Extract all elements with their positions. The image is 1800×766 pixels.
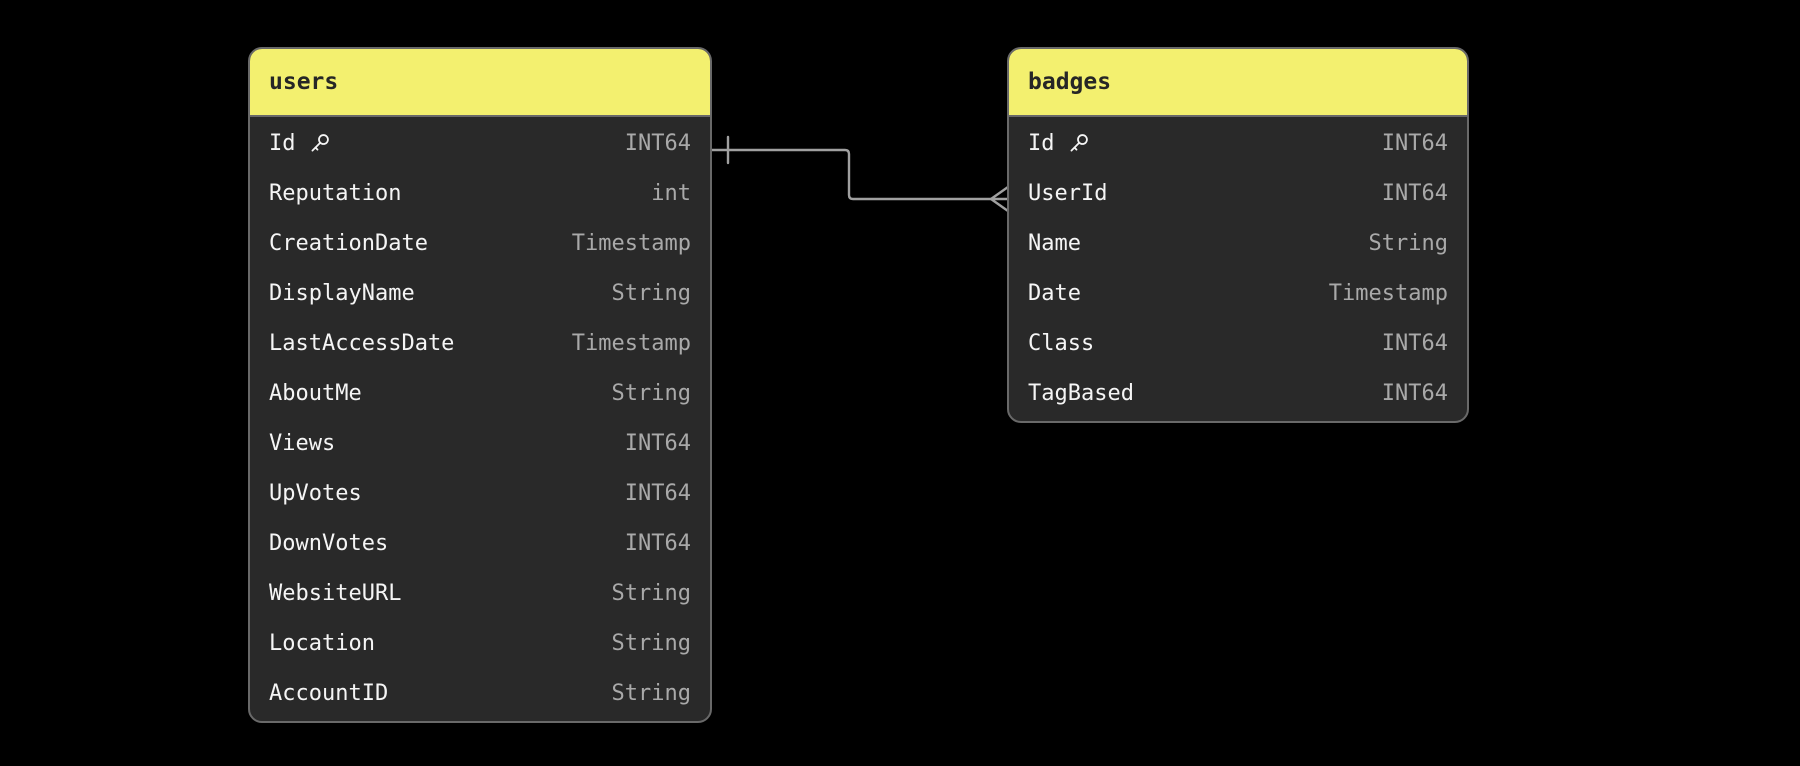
field-name: DownVotes xyxy=(269,530,389,556)
field-type: String xyxy=(611,630,691,656)
field-type: String xyxy=(611,380,691,406)
table-header-users[interactable]: users xyxy=(250,49,710,117)
table-header-badges[interactable]: badges xyxy=(1009,49,1467,117)
field-row-badges-id[interactable]: Id INT64 xyxy=(1009,118,1467,168)
relationship-line[interactable] xyxy=(710,148,993,201)
field-name: AccountID xyxy=(269,680,389,706)
field-name: LastAccessDate xyxy=(269,330,455,356)
field-type: String xyxy=(611,680,691,706)
field-name: DisplayName xyxy=(269,280,415,306)
table-title: users xyxy=(269,69,339,95)
field-name: Name xyxy=(1028,230,1081,256)
field-type: INT64 xyxy=(624,130,691,156)
cardinality-many-marker xyxy=(989,185,1010,213)
field-type: Timestamp xyxy=(1328,280,1448,306)
field-row-users-id[interactable]: Id INT64 xyxy=(250,118,710,168)
field-name: Location xyxy=(269,630,375,656)
field-name: CreationDate xyxy=(269,230,428,256)
field-row-users-websiteurl[interactable]: WebsiteURL String xyxy=(250,568,710,618)
field-name: Date xyxy=(1028,280,1081,306)
field-type: INT64 xyxy=(624,530,691,556)
field-type: INT64 xyxy=(1381,330,1448,356)
field-name: TagBased xyxy=(1028,380,1134,406)
field-row-users-creationdate[interactable]: CreationDate Timestamp xyxy=(250,218,710,268)
field-name: Class xyxy=(1028,330,1095,356)
field-row-badges-date[interactable]: Date Timestamp xyxy=(1009,268,1467,318)
field-row-users-displayname[interactable]: DisplayName String xyxy=(250,268,710,318)
field-name: Reputation xyxy=(269,180,402,206)
field-row-users-aboutme[interactable]: AboutMe String xyxy=(250,368,710,418)
field-row-users-location[interactable]: Location String xyxy=(250,618,710,668)
field-row-users-views[interactable]: Views INT64 xyxy=(250,418,710,468)
field-name: AboutMe xyxy=(269,380,362,406)
field-name: UpVotes xyxy=(269,480,362,506)
field-name: Id xyxy=(269,131,332,156)
field-type: INT64 xyxy=(624,480,691,506)
field-row-badges-name[interactable]: Name String xyxy=(1009,218,1467,268)
field-row-users-reputation[interactable]: Reputation int xyxy=(250,168,710,218)
field-row-users-downvotes[interactable]: DownVotes INT64 xyxy=(250,518,710,568)
field-row-badges-class[interactable]: Class INT64 xyxy=(1009,318,1467,368)
field-name: WebsiteURL xyxy=(269,580,402,606)
field-row-users-upvotes[interactable]: UpVotes INT64 xyxy=(250,468,710,518)
field-name: UserId xyxy=(1028,180,1108,206)
field-name: Views xyxy=(269,430,336,456)
field-row-badges-userid[interactable]: UserId INT64 xyxy=(1009,168,1467,218)
field-row-badges-tagbased[interactable]: TagBased INT64 xyxy=(1009,368,1467,418)
field-type: INT64 xyxy=(1381,130,1448,156)
field-name: Id xyxy=(1028,131,1091,156)
field-type: INT64 xyxy=(624,430,691,456)
field-type: INT64 xyxy=(1381,380,1448,406)
table-title: badges xyxy=(1028,69,1112,95)
primary-key-icon xyxy=(307,131,332,156)
primary-key-icon xyxy=(1066,131,1091,156)
field-row-users-lastaccessdate[interactable]: LastAccessDate Timestamp xyxy=(250,318,710,368)
field-type: Timestamp xyxy=(571,230,691,256)
field-row-users-accountid[interactable]: AccountID String xyxy=(250,668,710,718)
field-type: INT64 xyxy=(1381,180,1448,206)
field-type: String xyxy=(611,580,691,606)
field-type: int xyxy=(651,180,691,206)
field-type: String xyxy=(611,280,691,306)
field-type: String xyxy=(1368,230,1448,256)
field-type: Timestamp xyxy=(571,330,691,356)
